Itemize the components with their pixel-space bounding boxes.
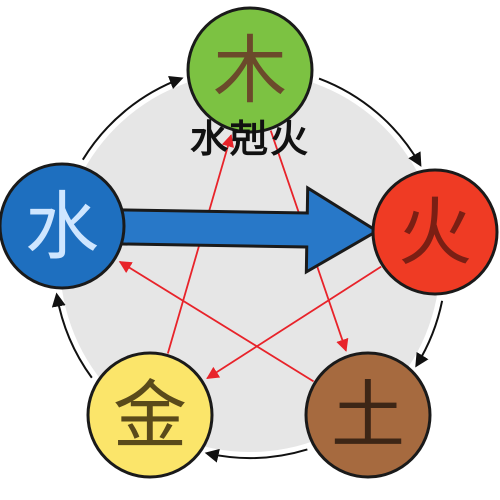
element-node-water: 水 (0, 162, 126, 290)
element-glyph-wood: 木 (213, 28, 287, 114)
element-node-wood: 木 (186, 6, 314, 134)
element-node-earth: 土 (304, 351, 432, 479)
element-node-metal: 金 (86, 351, 214, 479)
element-glyph-water: 水 (25, 184, 99, 270)
element-node-fire: 火 (371, 168, 499, 296)
element-circle-fire (371, 168, 499, 296)
overcome-arrow-fire-to-metal (206, 265, 382, 380)
element-circle-water (0, 162, 126, 290)
element-glyph-earth: 土 (331, 373, 405, 459)
element-circle-earth (304, 351, 432, 479)
overcome-arrow-earth-to-water (118, 260, 315, 383)
cycle-arrow-fire-to-earth (415, 300, 444, 368)
element-nodes: 木火土 金 水 (0, 6, 499, 479)
cycle-arrow-metal-to-water (51, 292, 93, 379)
cycle-arrow-water-to-wood (81, 75, 184, 161)
element-circle-wood (186, 6, 314, 134)
cycle-arrow-earth-to-metal (204, 448, 308, 463)
cycle-arrow-wood-to-fire (318, 77, 422, 167)
highlight-arrow-layer (116, 185, 380, 275)
generating-cycle (51, 75, 444, 463)
diagram-title: 水剋火 (190, 117, 310, 161)
element-glyph-fire: 火 (398, 190, 472, 276)
element-glyph-metal: 金 (113, 373, 187, 459)
highlight-arrow-water-to-fire (116, 185, 380, 275)
element-circle-metal (86, 351, 214, 479)
